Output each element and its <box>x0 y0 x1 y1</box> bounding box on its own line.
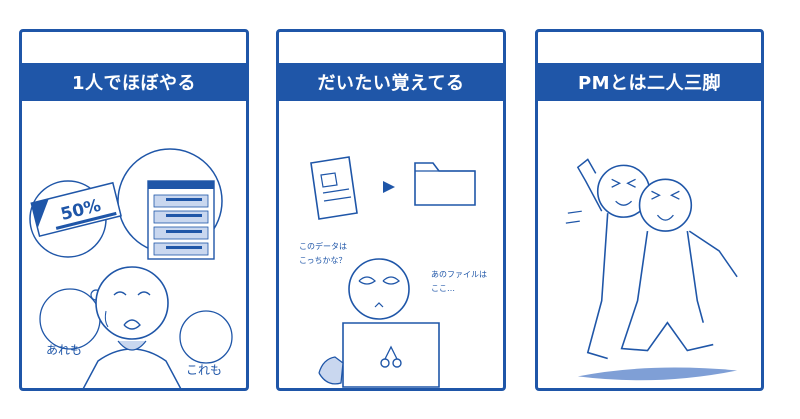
panel-solo-work: 1人でほぼやる 50% <box>19 29 249 391</box>
solo-worker-illustration: 50% <box>29 148 233 388</box>
svg-text:ここ…: ここ… <box>431 284 455 293</box>
percentage-ticket-icon: 50% <box>30 181 122 238</box>
svg-text:こっちかな？: こっちかな？ <box>299 256 346 265</box>
ground-shadow <box>577 367 738 381</box>
svg-text:このデータは: このデータは <box>299 241 347 251</box>
remembering-worker-illustration: このデータは こっちかな？ あのファイルは ここ… <box>299 156 487 388</box>
runner-back <box>576 158 651 360</box>
document-icon <box>310 156 358 220</box>
panel-title: PMとは二人三脚 <box>538 63 761 101</box>
caption-that-too: あれも <box>46 343 83 357</box>
panel-roughly-remember: だいたい覚えてる このデータは こっちかな？ あのファイルは ここ… <box>276 29 506 391</box>
panel-title: 1人でほぼやる <box>22 63 246 101</box>
svg-text:あのファイルは: あのファイルは <box>431 270 487 279</box>
arrow-right-icon <box>383 181 395 193</box>
thinking-person <box>348 258 410 320</box>
hand <box>318 356 344 385</box>
runner-front <box>620 178 738 352</box>
panel-title: だいたい覚えてる <box>279 63 503 101</box>
three-legged-race-illustration <box>565 158 738 381</box>
folder-icon <box>414 162 476 206</box>
caption-this-too: これも <box>186 363 223 377</box>
panel-pm-partnership: PMとは二人三脚 <box>535 29 764 391</box>
checklist-doc-icon <box>147 180 215 260</box>
worried-person <box>82 266 182 388</box>
laptop-icon <box>342 322 440 388</box>
